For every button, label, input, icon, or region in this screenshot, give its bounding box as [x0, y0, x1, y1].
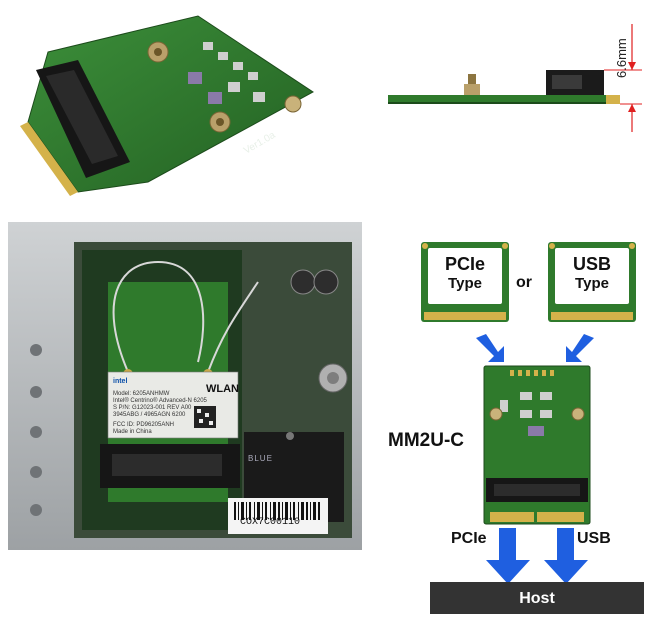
side-profile-view: [388, 24, 642, 132]
usb-card-line1: USB: [572, 254, 611, 274]
sticker-line: Intel® Centrino® Advanced-N 6205: [113, 398, 207, 404]
sticker-line: Model: 6205ANHMW: [113, 391, 170, 397]
pcie-output-arrow: [486, 528, 530, 584]
usb-card-line2: Type: [575, 275, 609, 292]
usb-card-label: USB Type: [555, 254, 629, 294]
edge-connector: [20, 122, 78, 196]
pcie-mini-card: [421, 242, 509, 322]
model-name: MM2U-C: [388, 430, 464, 451]
mm2u-c-board: [483, 365, 591, 525]
input-arrow-left: [476, 334, 504, 362]
input-arrow-right: [566, 334, 594, 362]
wlan-label: WLAN: [206, 383, 239, 395]
usb-mini-card: [548, 242, 636, 322]
usb-output-arrow: [544, 528, 588, 584]
usb-output-label: USB: [577, 530, 611, 547]
adapter-board-photo: Ver1.0a: [20, 15, 314, 196]
sticker-line: Made in China: [113, 429, 152, 435]
or-text: or: [516, 274, 532, 291]
barcode-text: COX7C00110: [240, 517, 301, 528]
sticker-brand: intel: [113, 378, 128, 385]
pcie-card-label: PCIe Type: [428, 254, 502, 294]
sticker-line: FCC ID: PD96205ANH: [113, 422, 175, 428]
sticker-line: 3945ABG / 4965AGN 6200: [113, 412, 186, 418]
host-bar: [430, 582, 644, 614]
installed-card-photo: [8, 222, 362, 550]
pcie-card-line1: PCIe: [444, 254, 486, 274]
pcie-card-line2: Type: [448, 275, 482, 292]
board-marking: BLUE: [248, 454, 273, 463]
pcie-output-label: PCIe: [451, 530, 487, 547]
sticker-line: S P/N: G12023-001 REV A00: [113, 405, 192, 411]
host-label: Host: [519, 590, 555, 607]
